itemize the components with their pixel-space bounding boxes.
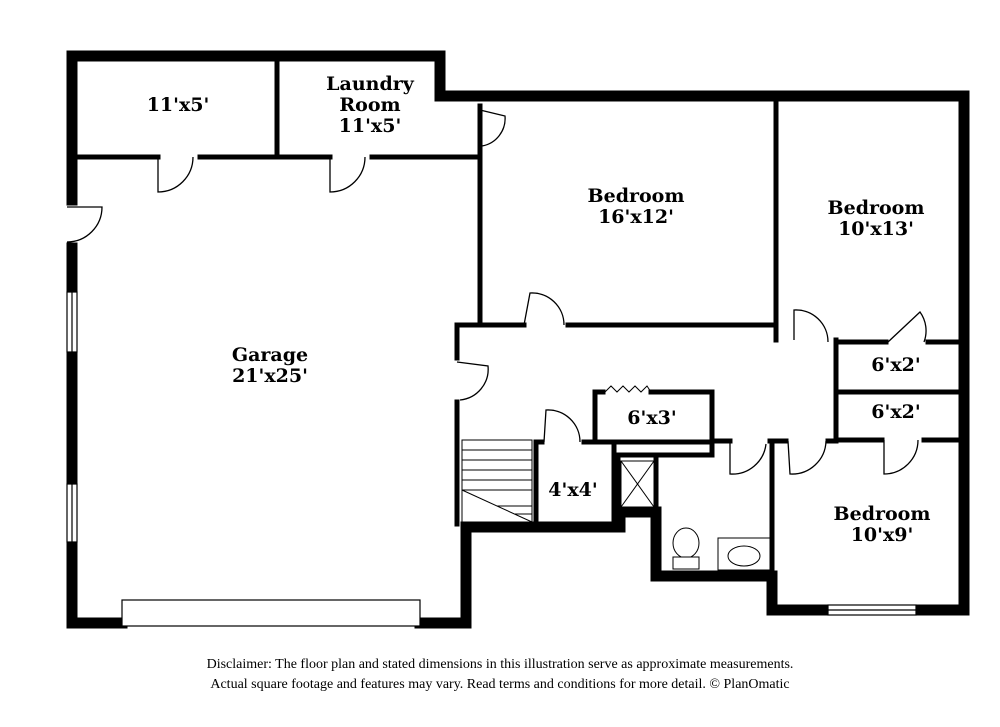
windows xyxy=(66,291,917,616)
room-bedroom-1: Bedroom 16'x12' xyxy=(588,186,685,228)
bedroom-1-name: Bedroom xyxy=(587,185,685,207)
closet-2-dims: 6'x2' xyxy=(871,401,921,423)
door-bedroom-1 xyxy=(523,292,565,326)
door-bedroom-3 xyxy=(787,440,827,475)
closet-3-dims: 6'x3' xyxy=(627,407,677,429)
room-closet-1: 6'x2' xyxy=(871,355,920,376)
bath-fixtures xyxy=(620,460,771,571)
bifold-door xyxy=(604,385,652,393)
bedroom-3-dims: 10'x9' xyxy=(850,524,914,546)
garage-name: Garage xyxy=(231,344,309,366)
bedroom-1-dims: 16'x12' xyxy=(598,206,674,228)
room-bedroom-2: Bedroom 10'x13' xyxy=(828,198,925,240)
door-laundry-side xyxy=(479,109,506,147)
laundry-dims: 11'x5' xyxy=(338,115,402,137)
door-garage-main xyxy=(456,361,489,401)
room-closet-2: 6'x2' xyxy=(871,402,920,423)
stairs xyxy=(461,439,533,523)
door-bedroom-2 xyxy=(793,309,829,343)
interior-walls xyxy=(75,59,961,579)
garage-door xyxy=(121,599,421,627)
bedroom-2-dims: 10'x13' xyxy=(838,218,914,240)
bedroom-2-name: Bedroom xyxy=(827,197,925,219)
closet-4-dims: 4'x4' xyxy=(548,479,598,501)
door-swings xyxy=(66,109,927,475)
room-closet-4: 4'x4' xyxy=(548,480,597,501)
closet-1-dims: 6'x2' xyxy=(871,354,921,376)
room-storage: 11'x5' xyxy=(147,95,210,116)
disclaimer-line-1: Disclaimer: The floor plan and stated di… xyxy=(206,657,794,672)
door-laundry xyxy=(329,156,366,193)
room-bedroom-3: Bedroom 10'x9' xyxy=(834,504,931,546)
room-laundry: Laundry Room 11'x5' xyxy=(326,74,414,137)
room-garage: Garage 21'x25' xyxy=(232,345,308,387)
door-closet-4 xyxy=(543,409,581,443)
door-closet-1 xyxy=(887,311,927,343)
laundry-name-line2: Room xyxy=(339,94,401,116)
door-storage xyxy=(157,156,194,193)
door-garage-side xyxy=(66,206,103,243)
room-closet-3: 6'x3' xyxy=(627,408,676,429)
laundry-name-line1: Laundry xyxy=(326,73,414,95)
exterior-walls xyxy=(66,50,970,629)
toilet-icon xyxy=(672,527,700,559)
bedroom-3-name: Bedroom xyxy=(833,503,931,525)
disclaimer-line-2: Actual square footage and features may v… xyxy=(210,677,790,692)
storage-dims: 11'x5' xyxy=(146,94,210,116)
door-closet-2 xyxy=(883,439,919,475)
door-bath xyxy=(729,441,767,475)
garage-dims: 21'x25' xyxy=(232,365,308,387)
disclaimer: Disclaimer: The floor plan and stated di… xyxy=(0,655,1000,695)
